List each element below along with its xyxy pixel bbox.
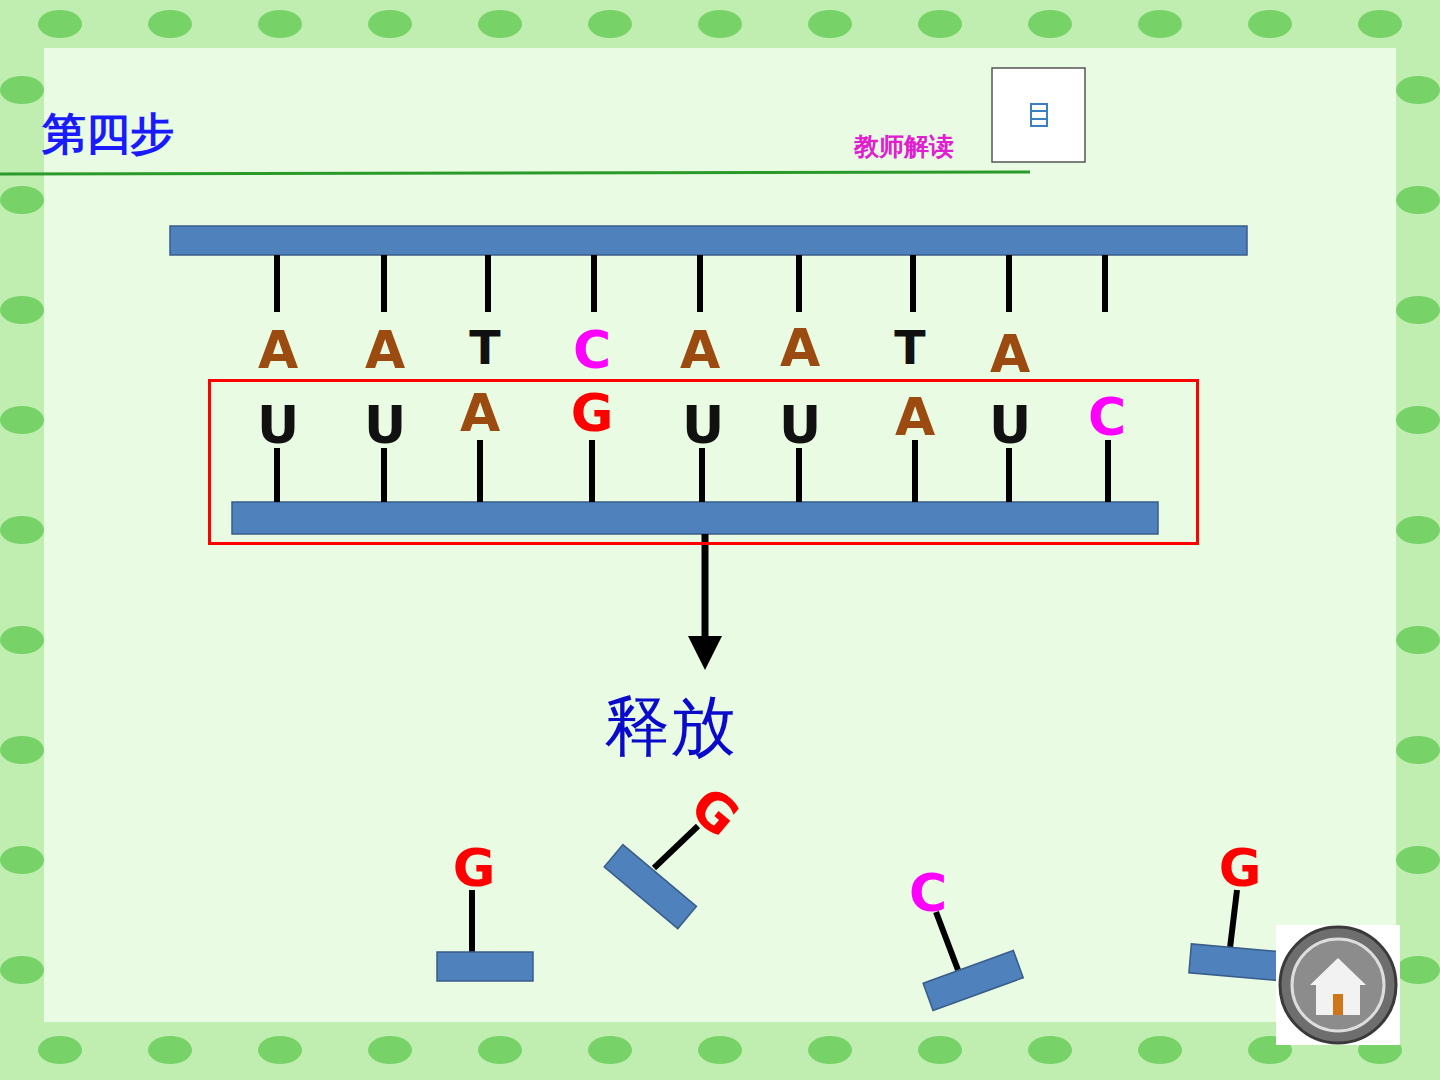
base-letter: C [1088,391,1126,443]
border-flower [478,1036,522,1064]
border-flower [588,10,632,38]
dna-backbone [170,226,1247,255]
border-flower [1396,186,1440,214]
border-flower [368,10,412,38]
film-icon [992,68,1085,162]
border-flower [1028,1036,1072,1064]
title-rule [0,172,1030,174]
base-letter: G [571,387,614,439]
border-flower [808,1036,852,1064]
border-flower [918,10,962,38]
base-letter: U [257,399,299,451]
border-flower [1396,846,1440,874]
border-flower [918,1036,962,1064]
border-flower [0,846,44,874]
border-flower [148,1036,192,1064]
border-flower [1138,10,1182,38]
free-nucleotide: G [1219,842,1262,894]
border-flower [1028,10,1072,38]
border-flower [368,1036,412,1064]
border-flower [0,626,44,654]
border-flower [588,1036,632,1064]
border-flower [38,1036,82,1064]
border-flower [38,10,82,38]
dna-stems [277,255,1105,312]
border-flower [0,516,44,544]
base-letter: A [895,391,935,443]
dna-base: T [469,325,500,371]
border-flower [698,1036,742,1064]
border-flower [258,10,302,38]
release-label: 释放 [604,694,736,760]
dna-base: A [780,322,820,374]
dna-base: T [894,325,925,371]
caption-link: 教师解读 [854,134,954,159]
base-letter: U [779,399,821,451]
free-nucleotides [437,826,1287,1011]
home-button [1276,925,1400,1045]
border-flower [0,186,44,214]
rna-strand-box: UUAGUUAUC [208,379,1199,545]
border-flower [0,296,44,324]
circle-shape [1032,192,1374,575]
border-flowers [0,10,1440,1064]
border-flower [1396,76,1440,104]
border-flower [1248,10,1292,38]
border-flower [1396,626,1440,654]
border-flower [258,1036,302,1064]
border-flower [0,736,44,764]
border-flower [1396,736,1440,764]
border-flower [1396,516,1440,544]
base-letter: U [989,399,1031,451]
base-letter: A [460,387,500,439]
border-flower [478,10,522,38]
border-flower [1396,956,1440,984]
dna-base: A [258,324,298,376]
dna-base: A [990,328,1030,380]
border-flower [698,10,742,38]
free-nucleotide: C [909,867,947,919]
border-flower [808,10,852,38]
border-flower [0,406,44,434]
border-flower [1396,406,1440,434]
free-nucleotide: G [453,842,496,894]
border-flower [1138,1036,1182,1064]
border-flower [148,10,192,38]
dna-base: A [365,324,405,376]
border-flower [1396,296,1440,324]
base-letter: U [682,399,724,451]
step-title: 第四步 [42,112,174,156]
dna-base: A [680,324,720,376]
border-flower [0,956,44,984]
border-flower [1358,10,1402,38]
base-letter: U [364,399,406,451]
dna-base: C [573,324,611,376]
border-flower [0,76,44,104]
release-arrow [688,534,722,670]
rna-backbone [232,502,1158,534]
